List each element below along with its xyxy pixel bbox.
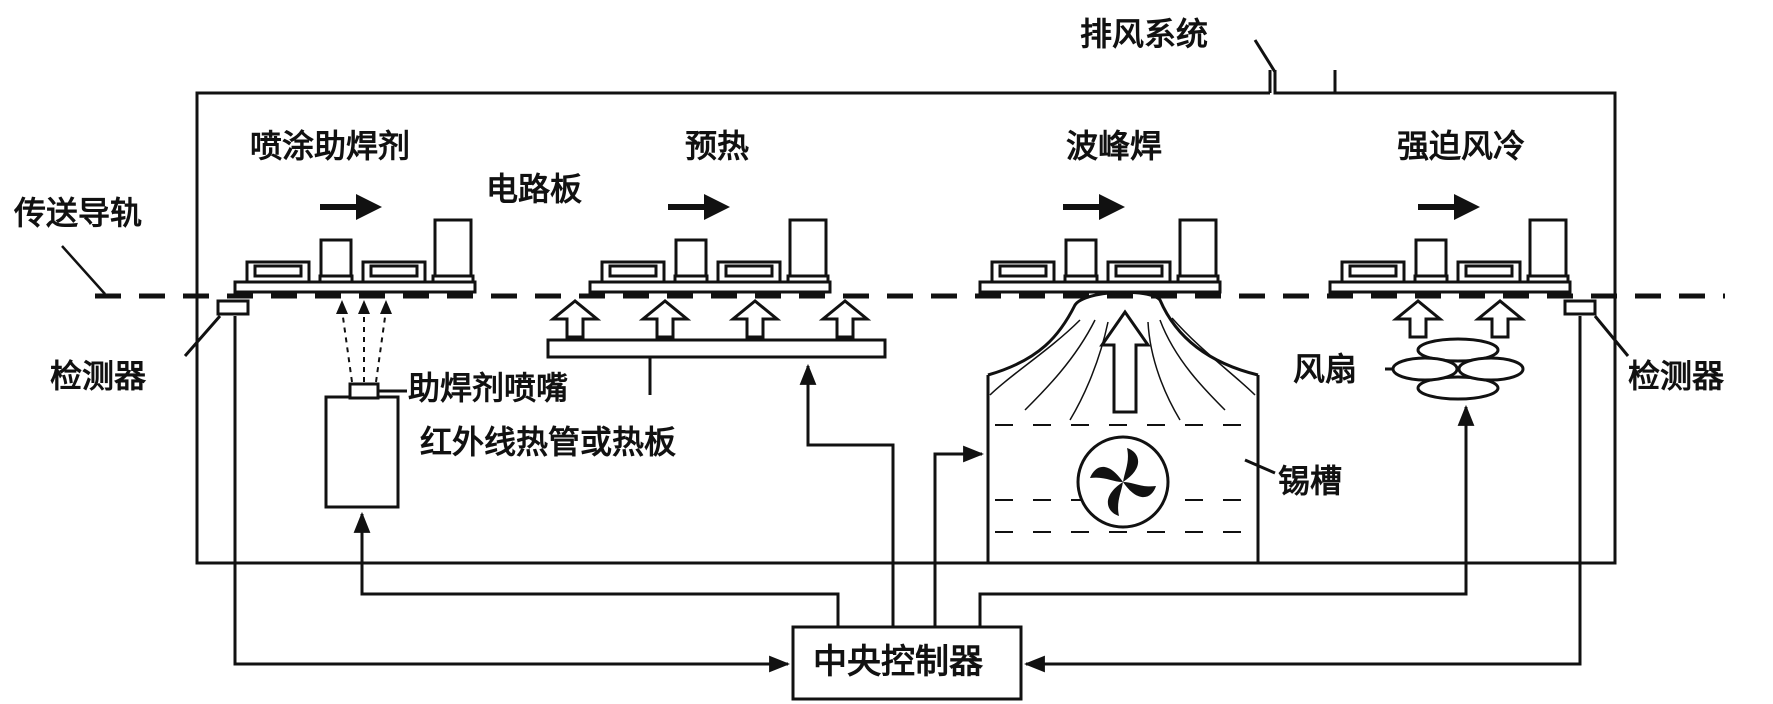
flow-line-4: [1147, 321, 1181, 421]
fan-blades-icon: [1385, 337, 1525, 401]
detector-left-leader: [183, 315, 222, 357]
flux-spray-1: [341, 309, 353, 383]
pcb-assembly: [588, 218, 832, 294]
conveyor-leader: [61, 245, 106, 295]
solder-tank-label: 锡槽: [1278, 462, 1343, 500]
pcb-assembly: [978, 218, 1222, 294]
link-detector-left: [233, 316, 791, 673]
link-solder-tank: [933, 445, 985, 627]
exhaust-duct-right: [1333, 70, 1615, 95]
wave-up-arrow: [1099, 309, 1151, 414]
up-hollow-arrow-icon: [1473, 299, 1527, 339]
flow-line-2: [1024, 319, 1096, 411]
flow-line-1: [989, 319, 1081, 396]
up-hollow-arrow-icon: [638, 299, 692, 339]
ir-heater-label: 红外线热管或热板: [420, 423, 677, 461]
detector-left-label: 检测器: [50, 357, 147, 395]
controller-box: [791, 625, 1023, 701]
link-flux-tank: [353, 511, 840, 627]
forced-air-cool-label: 强迫风冷: [1397, 127, 1526, 165]
flux-spray-3: [375, 309, 387, 383]
detector-right-box: [1563, 299, 1597, 316]
pcb-assembly: [233, 218, 477, 294]
detector-left-box: [216, 299, 250, 316]
flux-nozzle-tip: [348, 382, 380, 400]
exhaust-leader: [1253, 39, 1277, 73]
up-hollow-arrow-icon: [728, 299, 782, 339]
flow-line-6: [1171, 317, 1256, 396]
right-arrow-icon: [320, 194, 382, 220]
wave-solder-label: 波峰焊: [1066, 127, 1163, 165]
exhaust-system-label: 排风系统: [1080, 15, 1209, 53]
up-hollow-arrow-icon: [1391, 299, 1445, 339]
preheat-label: 预热: [685, 127, 750, 165]
right-arrow-icon: [1418, 194, 1480, 220]
ir-heater-plate: [546, 338, 887, 359]
flux-spray-arrowhead-1: [336, 300, 348, 314]
link-ir-heater: [799, 363, 895, 627]
link-detector-right: [1023, 316, 1582, 673]
flux-spray-arrowhead-2: [358, 300, 370, 314]
flux-spray-arrowhead-3: [380, 300, 392, 314]
detector-right-label: 检测器: [1628, 357, 1725, 395]
up-hollow-arrow-icon: [548, 299, 602, 339]
solder-tank-leader: [1244, 458, 1276, 475]
detector-right-leader: [1593, 315, 1630, 357]
up-hollow-arrow-icon: [818, 299, 872, 339]
right-arrow-icon: [1063, 194, 1125, 220]
solder-tank-walls: [986, 375, 1260, 563]
link-fan: [978, 404, 1475, 627]
spray-flux-label: 喷涂助焊剂: [250, 127, 411, 165]
flow-line-3: [1069, 321, 1109, 421]
pcb-assembly: [1328, 218, 1572, 294]
right-arrow-icon: [668, 194, 730, 220]
controller-label: 中央控制器: [813, 642, 983, 682]
fan-label: 风扇: [1293, 350, 1358, 388]
flux-tank: [324, 395, 400, 509]
impeller-icon: [1076, 435, 1170, 529]
flow-line-5: [1159, 319, 1226, 411]
solder-wave-surface: [987, 290, 1259, 377]
conveyor-rail-label: 传送导轨: [14, 194, 143, 232]
flux-nozzle-label: 助焊剂喷嘴: [408, 369, 569, 407]
pcb-label: 电路板: [486, 170, 583, 208]
